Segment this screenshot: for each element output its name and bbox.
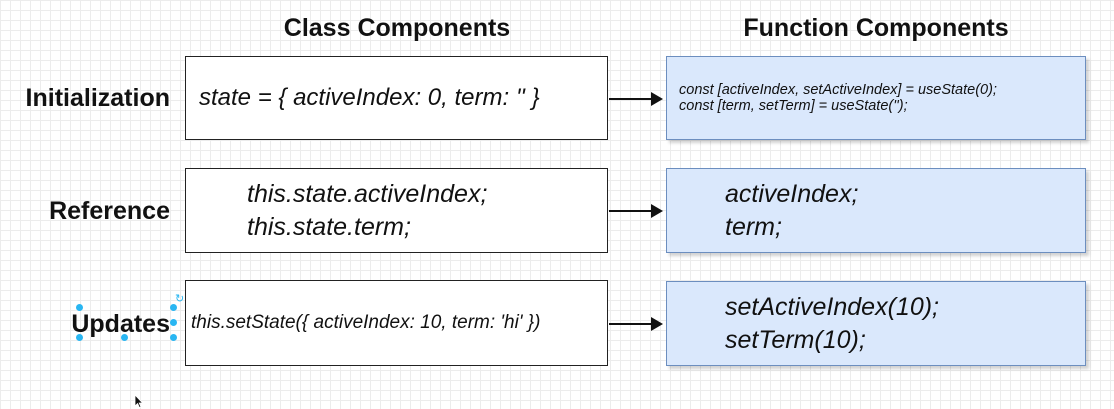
- reference-arrow: [609, 204, 663, 218]
- selection-handle-bottom-right[interactable]: [170, 334, 177, 341]
- function-reference-box[interactable]: activeIndex; term;: [666, 168, 1086, 253]
- rotate-icon[interactable]: ↻: [175, 293, 185, 305]
- class-components-header: Class Components: [283, 14, 511, 42]
- selection-handle-mid-right[interactable]: [170, 319, 177, 326]
- function-components-header: Function Components: [743, 14, 1009, 42]
- class-initialization-line-1: state = { activeIndex: 0, term: '' }: [199, 84, 540, 111]
- function-initialization-box[interactable]: const [activeIndex, setActiveIndex] = us…: [666, 56, 1086, 140]
- function-reference-line-1: activeIndex;: [725, 179, 859, 208]
- class-reference-line-1: this.state.activeIndex;: [247, 179, 488, 208]
- row-label-initialization[interactable]: Initialization: [25, 84, 170, 112]
- selection-handle-top-right[interactable]: [170, 304, 177, 311]
- class-initialization-box[interactable]: state = { activeIndex: 0, term: '' }: [185, 56, 608, 140]
- row-label-updates[interactable]: Updates: [71, 310, 170, 338]
- function-initialization-line-1: const [activeIndex, setActiveIndex] = us…: [679, 82, 997, 98]
- function-updates-line-1: setActiveIndex(10);: [725, 292, 939, 321]
- function-updates-line-2: setTerm(10);: [725, 325, 866, 354]
- selection-handle-bottom-mid[interactable]: [121, 334, 128, 341]
- function-updates-box[interactable]: setActiveIndex(10); setTerm(10);: [666, 281, 1086, 366]
- mouse-pointer-icon: [134, 394, 144, 409]
- class-reference-line-2: this.state.term;: [247, 212, 411, 241]
- selection-handle-bottom-left[interactable]: [76, 334, 83, 341]
- initialization-arrow: [609, 92, 663, 106]
- class-updates-box[interactable]: this.setState({ activeIndex: 10, term: '…: [185, 280, 608, 366]
- function-reference-line-2: term;: [725, 212, 782, 241]
- updates-arrow: [609, 317, 663, 331]
- row-label-reference[interactable]: Reference: [49, 197, 170, 225]
- selection-handle-top-left[interactable]: [76, 304, 83, 311]
- function-initialization-line-2: const [term, setTerm] = useState('');: [679, 98, 908, 114]
- class-reference-box[interactable]: this.state.activeIndex; this.state.term;: [185, 168, 608, 253]
- class-updates-line-1: this.setState({ activeIndex: 10, term: '…: [191, 312, 541, 333]
